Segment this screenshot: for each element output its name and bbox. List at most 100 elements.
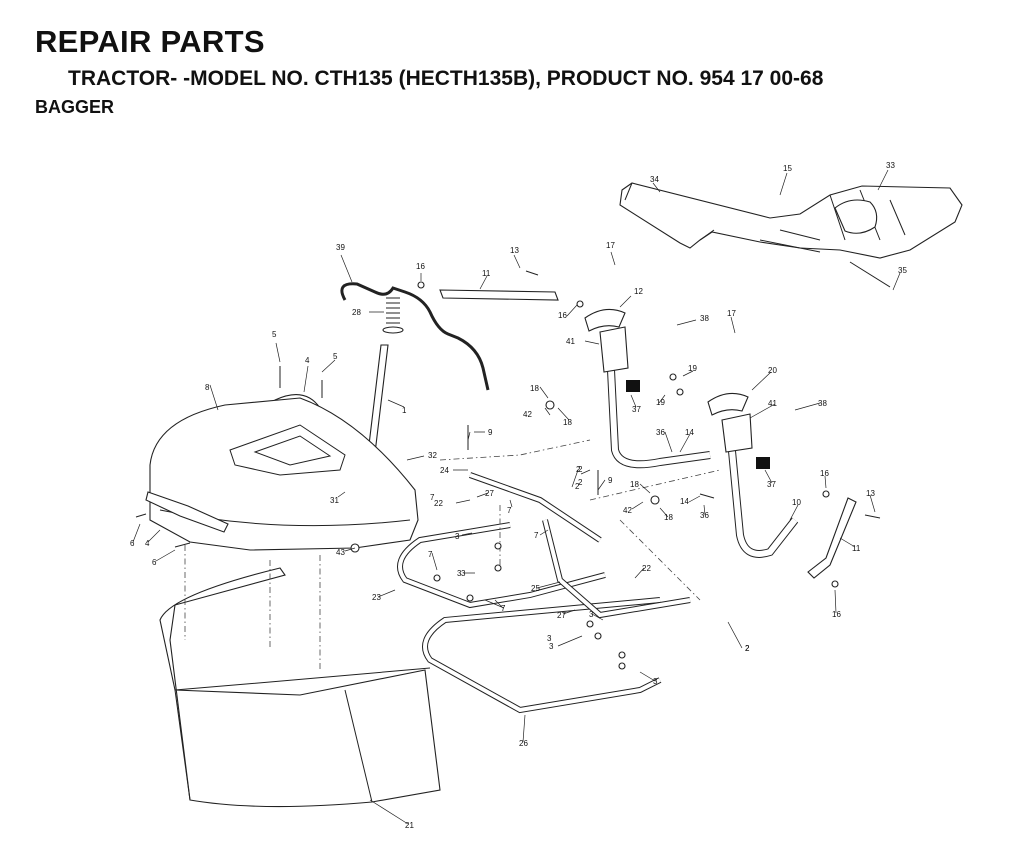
callout-label: 13 <box>866 489 875 498</box>
callout-label: 7 <box>507 506 512 515</box>
page-title: REPAIR PARTS <box>35 24 265 59</box>
callout-label: 3 <box>457 569 462 578</box>
fasteners <box>135 270 881 670</box>
callout-label: 7 <box>428 550 433 559</box>
callout-label: 25 <box>531 584 540 593</box>
callout-label: 35 <box>898 266 907 275</box>
callout-label: 9 <box>608 476 613 485</box>
bagger-cover-8 <box>149 397 419 551</box>
bracket-41-left <box>599 326 629 373</box>
callout-label: 38 <box>700 314 709 323</box>
part-drawings <box>135 182 963 808</box>
callout-label: 2 <box>575 482 580 491</box>
callout-label: 27 <box>557 611 566 620</box>
callout-label: 10 <box>792 498 801 507</box>
callout-label: 18 <box>630 480 639 489</box>
callout-label: 39 <box>336 243 345 252</box>
callout-label: 1 <box>402 406 407 415</box>
callout-label: 41 <box>768 399 777 408</box>
callout-label: 23 <box>372 593 381 602</box>
bracket-11-top <box>439 289 559 301</box>
callout-label: 42 <box>523 410 532 419</box>
callout-label: 32 <box>428 451 437 460</box>
callout-label: 3 <box>653 677 658 686</box>
grass-bag-21 <box>159 567 441 808</box>
callout-label: 41 <box>566 337 575 346</box>
callout-label: 31 <box>330 496 339 505</box>
callout-label: 3 <box>455 532 460 541</box>
callout-label: 2 <box>745 644 750 653</box>
callout-label: 13 <box>510 246 519 255</box>
callout-label: 2 <box>745 644 750 653</box>
callout-label: 7 <box>501 604 506 613</box>
spring-28 <box>386 297 400 324</box>
callout-label: 34 <box>650 175 659 184</box>
callout-leader-lines <box>132 169 901 825</box>
callout-label: 7 <box>430 493 435 502</box>
callout-label: 21 <box>405 821 414 830</box>
callout-label: 3 <box>461 569 466 578</box>
block-37-right <box>756 457 770 469</box>
callout-label: 42 <box>623 506 632 515</box>
callout-label: 26 <box>519 739 528 748</box>
callout-label: 37 <box>767 480 776 489</box>
callout-label: 37 <box>632 405 641 414</box>
callout-label: 12 <box>634 287 643 296</box>
callout-label: 3 <box>547 634 552 643</box>
callout-label: 3 <box>589 610 594 619</box>
callout-label: 22 <box>642 564 651 573</box>
spring-rod-39 <box>340 282 490 391</box>
callout-label: 5 <box>333 352 338 361</box>
callout-label: 16 <box>558 311 567 320</box>
clip-12 <box>584 308 626 332</box>
callout-label: 20 <box>768 366 777 375</box>
callout-label: 11 <box>852 544 861 553</box>
clip-20 <box>707 392 749 416</box>
callout-label: 7 <box>534 531 539 540</box>
callout-label: 8 <box>205 383 210 392</box>
block-37-left <box>626 380 640 392</box>
callout-label: 27 <box>485 489 494 498</box>
callout-label: 6 <box>152 558 157 567</box>
callout-numbers: 34 15 33 35 39 16 13 11 17 12 16 28 38 4… <box>130 161 907 830</box>
callout-label: 16 <box>832 610 841 619</box>
callout-label: 14 <box>680 497 689 506</box>
callout-label: 16 <box>820 469 829 478</box>
callout-label: 17 <box>606 241 615 250</box>
bracket-11-right <box>807 497 857 579</box>
callout-label: 22 <box>434 499 443 508</box>
callout-label: 36 <box>700 511 709 520</box>
callout-label: 38 <box>818 399 827 408</box>
callout-label: 33 <box>886 161 895 170</box>
callout-label: 2 <box>578 478 583 487</box>
callout-label: 2 <box>578 465 583 474</box>
callout-label: 43 <box>336 548 345 557</box>
callout-label: 11 <box>482 269 491 278</box>
callout-label: 14 <box>685 428 694 437</box>
callout-label: 19 <box>688 364 697 373</box>
callout-label: 16 <box>416 262 425 271</box>
bracket-41-right <box>721 413 753 453</box>
callout-label: 18 <box>530 384 539 393</box>
callout-label: 24 <box>440 466 449 475</box>
callout-label: 15 <box>783 164 792 173</box>
callout-label: 5 <box>272 330 277 339</box>
callout-label: 17 <box>727 309 736 318</box>
callout-label: 36 <box>656 428 665 437</box>
callout-label: 18 <box>563 418 572 427</box>
callout-label: 4 <box>305 356 310 365</box>
callout-label: 19 <box>656 398 665 407</box>
handle-4-lower <box>145 491 229 533</box>
washer <box>382 326 404 334</box>
section-name: BAGGER <box>35 97 115 117</box>
callout-label: 28 <box>352 308 361 317</box>
model-line: TRACTOR- -MODEL NO. CTH135 (HECTH135B), … <box>68 67 824 90</box>
callout-label: 6 <box>130 539 135 548</box>
callout-label: 3 <box>549 642 554 651</box>
tractor-frame-drawing <box>619 182 963 288</box>
callout-label: 4 <box>145 539 150 548</box>
callout-label: 9 <box>488 428 493 437</box>
callout-label: 2 <box>576 465 581 474</box>
callout-label: 18 <box>664 513 673 522</box>
